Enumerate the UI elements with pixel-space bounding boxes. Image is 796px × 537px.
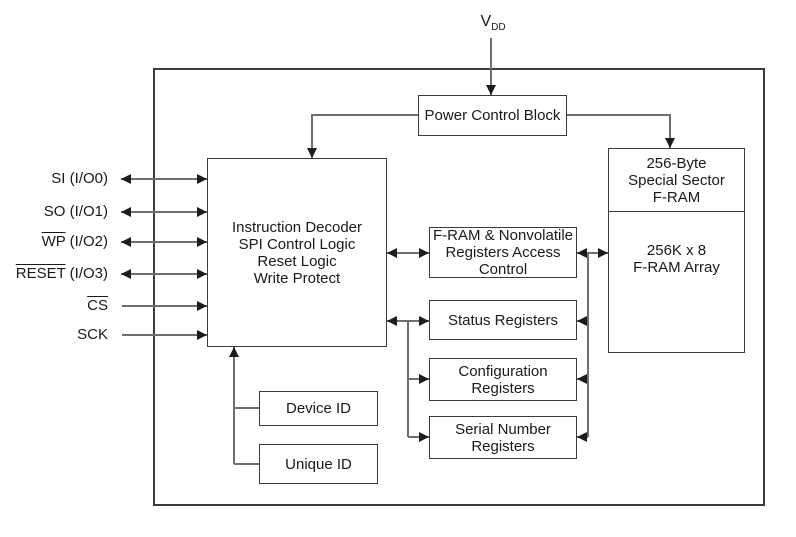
arrowhead-reset-out-icon xyxy=(121,269,131,279)
special-sector-fram-block: 256-Byte Special Sector F-RAM xyxy=(609,149,744,211)
arrowhead-sck-in-icon xyxy=(197,330,207,340)
wire-si xyxy=(121,178,207,180)
access-block-line: Control xyxy=(478,261,528,278)
serial-block-line: Registers xyxy=(471,437,535,455)
main-block-line: Write Protect xyxy=(253,269,341,287)
arrowhead-power-to-main-icon xyxy=(307,148,317,158)
wire-access-array xyxy=(577,252,608,254)
wire-power-to-main-h xyxy=(312,114,418,116)
access-block-line: Registers Access xyxy=(445,244,561,261)
wire-left-bus-serial xyxy=(408,436,429,438)
arrowhead-wp-out-icon xyxy=(121,237,131,247)
signal-so-name: SO xyxy=(43,203,66,220)
signal-label-sck: SCK xyxy=(77,325,108,345)
vdd-subscript: DD xyxy=(491,22,506,34)
power-control-label: Power Control Block xyxy=(424,107,561,124)
instruction-decoder-block: Instruction Decoder SPI Control Logic Re… xyxy=(207,158,387,347)
main-block-line: SPI Control Logic xyxy=(238,235,356,253)
status-registers-block: Status Registers xyxy=(429,300,577,340)
signal-label-reset: RESET (I/O3) xyxy=(16,264,108,284)
arrowhead-si-out-icon xyxy=(121,174,131,184)
signal-si-suffix: (I/O0) xyxy=(65,170,108,187)
status-registers-label: Status Registers xyxy=(447,311,559,329)
arrowhead-main-status-right-icon xyxy=(419,316,429,326)
wire-power-to-fram-v xyxy=(669,114,671,148)
arrowhead-cs-in-icon xyxy=(197,301,207,311)
arrowhead-so-out-icon xyxy=(121,207,131,217)
vdd-label: VDD xyxy=(463,13,523,33)
signal-reset-name: RESET xyxy=(15,265,66,282)
wire-cs xyxy=(122,305,207,307)
config-block-line: Configuration xyxy=(458,362,548,380)
power-control-block: Power Control Block xyxy=(418,95,567,136)
arrowhead-access-array-left-icon xyxy=(577,248,587,258)
chip-boundary xyxy=(153,68,765,506)
special-sector-line: F-RAM xyxy=(652,188,701,206)
signal-label-cs: CS xyxy=(87,296,108,316)
fram-array-line: 256K x 8 xyxy=(646,242,707,259)
wire-main-access xyxy=(387,252,429,254)
arrowhead-reset-in-icon xyxy=(197,269,207,279)
signal-label-so: SO (I/O1) xyxy=(44,202,108,222)
main-block-line: Instruction Decoder xyxy=(231,218,363,236)
arrowhead-si-in-icon xyxy=(197,174,207,184)
wire-power-to-main-v xyxy=(311,114,313,158)
serial-number-registers-block: Serial Number Registers xyxy=(429,416,577,459)
signal-wp-suffix: (I/O2) xyxy=(65,233,108,250)
fram-memory-block: 256-Byte Special Sector F-RAM 256K x 8 F… xyxy=(608,148,745,353)
signal-wp-name: WP xyxy=(41,233,66,250)
arrowhead-serial-in-icon xyxy=(419,432,429,442)
unique-id-label: Unique ID xyxy=(285,455,352,473)
serial-block-line: Serial Number xyxy=(455,420,551,438)
arrowhead-config-in-icon xyxy=(419,374,429,384)
wire-vdd xyxy=(490,38,492,95)
fram-array-line: F-RAM Array xyxy=(633,259,720,276)
wire-sck xyxy=(122,334,207,336)
signal-reset-suffix: (I/O3) xyxy=(65,265,108,282)
arrowhead-config-right-in-icon xyxy=(577,374,587,384)
wire-id-bus xyxy=(233,347,235,464)
vdd-base: V xyxy=(480,13,492,30)
wire-wp xyxy=(121,241,207,243)
device-id-label: Device ID xyxy=(285,400,352,417)
arrowhead-wp-in-icon xyxy=(197,237,207,247)
arrowhead-serial-right-in-icon xyxy=(577,432,587,442)
arrowhead-id-to-main-icon xyxy=(229,347,239,357)
special-sector-line: Special Sector xyxy=(628,171,725,189)
wire-so xyxy=(121,211,207,213)
signal-sck-name: SCK xyxy=(77,326,108,343)
wire-device-id-branch xyxy=(234,407,259,409)
signal-si-name: SI xyxy=(51,170,66,187)
wire-left-bus-config xyxy=(408,378,429,380)
wire-power-to-fram-h xyxy=(567,114,670,116)
arrowhead-vdd-down-icon xyxy=(486,85,496,95)
arrowhead-so-in-icon xyxy=(197,207,207,217)
signal-cs-name: CS xyxy=(87,297,108,314)
arrowhead-power-to-fram-icon xyxy=(665,138,675,148)
device-id-block: Device ID xyxy=(259,391,378,426)
config-block-line: Registers xyxy=(471,379,535,397)
arrowhead-main-access-right-icon xyxy=(419,248,429,258)
signal-so-suffix: (I/O1) xyxy=(65,203,108,220)
configuration-registers-block: Configuration Registers xyxy=(429,358,577,401)
wire-right-bus xyxy=(587,252,589,437)
signal-label-si: SI (I/O0) xyxy=(51,169,108,189)
arrowhead-access-array-right-icon xyxy=(598,248,608,258)
fram-access-control-block: F-RAM & Nonvolatile Registers Access Con… xyxy=(429,227,577,278)
arrowhead-main-status-left-icon xyxy=(387,316,397,326)
wire-reset xyxy=(121,273,207,275)
special-sector-line: 256-Byte xyxy=(646,154,707,172)
fram-array-block: 256K x 8 F-RAM Array xyxy=(609,211,744,352)
access-block-line: F-RAM & Nonvolatile xyxy=(432,227,574,244)
arrowhead-main-access-left-icon xyxy=(387,248,397,258)
wire-unique-id-branch xyxy=(234,463,259,465)
signal-label-wp: WP (I/O2) xyxy=(42,232,108,252)
main-block-line: Reset Logic xyxy=(257,252,337,270)
unique-id-block: Unique ID xyxy=(259,444,378,484)
arrowhead-status-right-in-icon xyxy=(577,316,587,326)
wire-left-bus xyxy=(407,320,409,437)
